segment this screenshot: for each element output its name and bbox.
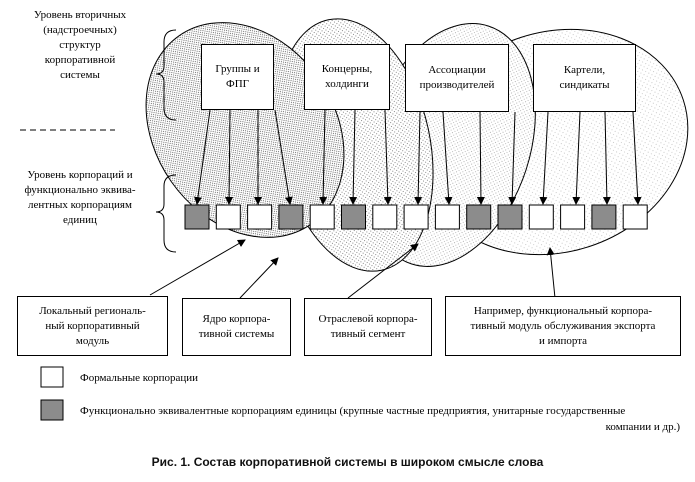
brace-secondary-level — [155, 29, 177, 121]
box-groups-fpg: Группы и ФПГ — [201, 44, 274, 110]
brace-corporation-level — [155, 174, 177, 253]
label-secondary-level: Уровень вторичных (надстроечных) структу… — [5, 8, 155, 83]
formal-corporation-square — [372, 204, 398, 230]
box-associations: Ассоциации производителей — [405, 44, 509, 112]
box-line: и импорта — [538, 334, 588, 347]
functional-unit-square — [341, 204, 366, 230]
box-concerns-holdings: Концерны, холдинги — [304, 44, 390, 110]
box-line: тивной системы — [198, 328, 275, 340]
figure-caption: Рис. 1. Состав корпоративной системы в ш… — [151, 455, 544, 469]
label-corporation-level: Уровень корпораций и функционально эквив… — [0, 168, 160, 228]
label-line: Уровень вторичных — [33, 9, 127, 21]
box-line: ФПГ — [226, 78, 249, 90]
box-line: модуль — [75, 334, 110, 347]
vertical-arrows — [193, 109, 642, 205]
functional-unit-square — [591, 204, 617, 230]
formal-corporation-square — [434, 204, 460, 230]
formal-corporation-square — [403, 204, 429, 230]
box-line: Отраслевой корпора- — [318, 313, 418, 325]
box-line: Локальный региональ- — [39, 304, 146, 317]
label-line: единиц — [63, 214, 97, 226]
box-local-regional-module: Локальный региональ- ный корпоративный м… — [17, 296, 168, 356]
label-line: корпоративной — [44, 54, 116, 66]
box-cartels-syndicates: Картели, синдикаты — [533, 44, 636, 112]
legend-formal-swatch — [40, 366, 64, 388]
box-line: тивный модуль обслуживания экспорта — [470, 319, 656, 332]
formal-corporation-square — [622, 204, 648, 230]
formal-corporation-square — [309, 204, 335, 230]
functional-unit-square — [278, 204, 304, 230]
legend-formal-label: Формальные корпорации — [80, 372, 199, 384]
legend-functional-label-line1: Функционально эквивалентные корпорациям … — [80, 405, 626, 417]
box-line: Картели, — [563, 64, 606, 76]
legend-functional-swatch — [40, 399, 64, 421]
box-core-system: Ядро корпора- тивной системы — [182, 298, 291, 356]
formal-corporation-square — [528, 204, 554, 230]
label-line: (надстроечных) — [43, 24, 117, 36]
box-line: Концерны, — [321, 63, 373, 75]
box-export-import-module: Например, функциональный корпора- тивный… — [445, 296, 681, 356]
functional-unit-square — [466, 204, 492, 230]
label-line: функционально эквива- — [24, 184, 136, 196]
functional-unit-square — [184, 204, 210, 230]
label-line: лентных корпорациям — [28, 199, 132, 211]
box-line: Например, функциональный корпора- — [473, 304, 653, 317]
box-line: Ассоциации — [428, 64, 486, 76]
box-line: Ядро корпора- — [202, 313, 271, 325]
label-line: Уровень корпораций и — [27, 169, 133, 181]
box-line: тивный сегмент — [330, 328, 406, 340]
legend-functional-label-line2: компании и др.) — [605, 421, 680, 433]
corporation-units — [184, 204, 648, 230]
formal-corporation-square — [247, 204, 273, 230]
box-line: ный корпоративный — [45, 319, 140, 332]
box-line: производителей — [419, 79, 495, 91]
label-line: системы — [60, 69, 100, 81]
box-line: холдинги — [325, 78, 369, 90]
functional-unit-square — [497, 204, 523, 230]
box-line: Группы и — [215, 63, 260, 75]
box-line: синдикаты — [559, 79, 610, 91]
box-industry-segment: Отраслевой корпора- тивный сегмент — [304, 298, 432, 356]
formal-corporation-square — [560, 204, 586, 230]
pointer-arrows — [149, 239, 556, 299]
label-line: структур — [59, 39, 101, 51]
formal-corporation-square — [215, 204, 241, 230]
